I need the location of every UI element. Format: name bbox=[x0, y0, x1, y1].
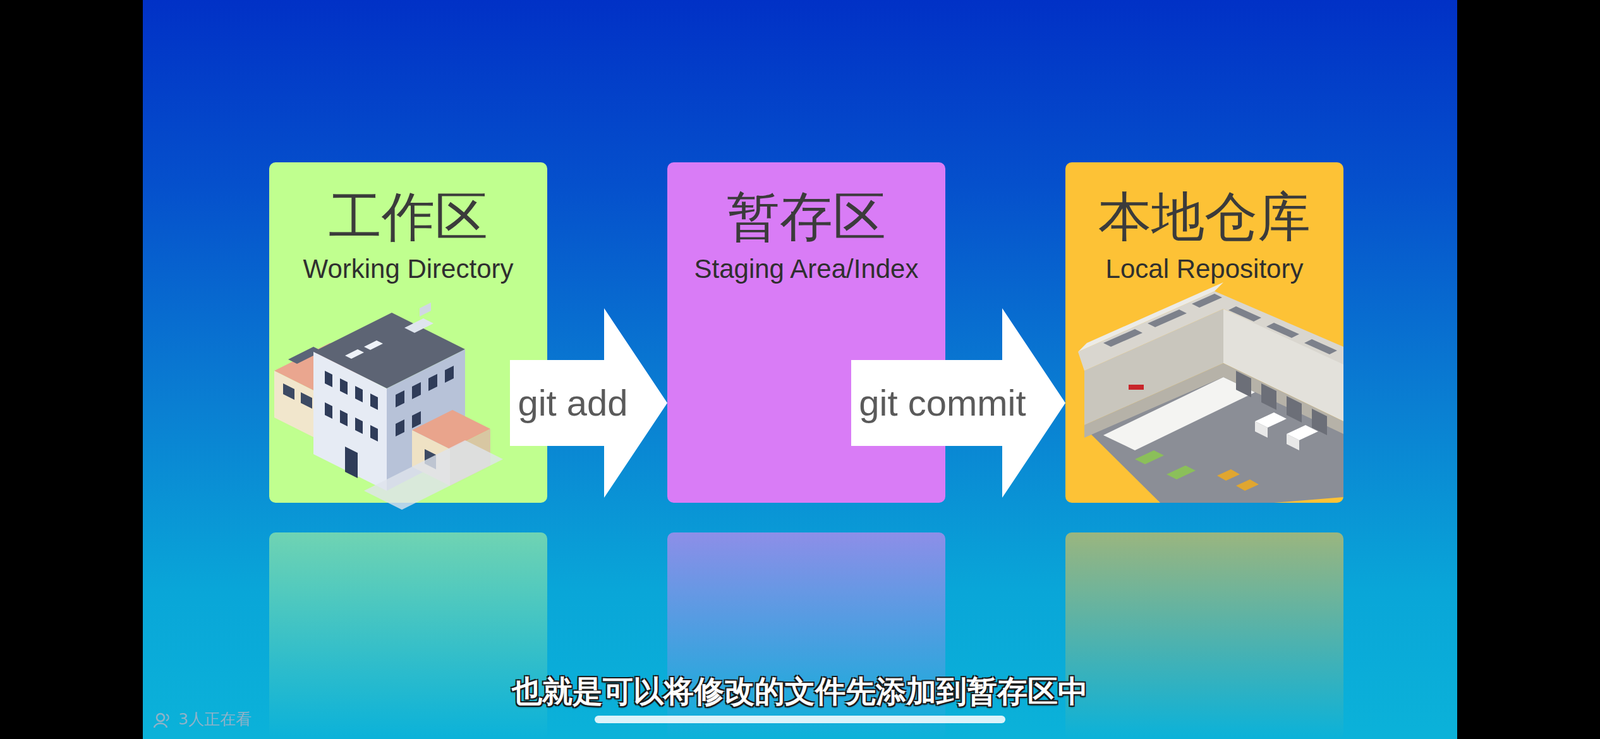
subtitle-caption-box: 也就是可以将修改的文件先添加到暂存区中 bbox=[0, 673, 1600, 711]
arrow-label: git add bbox=[517, 384, 628, 422]
stage-box: 暂存区 Staging Area/Index bbox=[667, 162, 946, 504]
stage-box: 本地仓库 Local Repository bbox=[1065, 162, 1344, 504]
reflection bbox=[1065, 532, 1344, 739]
box-title: 暂存区 bbox=[726, 187, 886, 246]
arrow-label-patch: git add bbox=[509, 360, 636, 447]
viewer-count: 3人正在看 bbox=[178, 710, 252, 730]
reflection bbox=[269, 532, 548, 739]
box-subtitle: Local Repository bbox=[1105, 253, 1304, 285]
viewer-icon bbox=[152, 711, 172, 731]
box-title: 工作区 bbox=[328, 187, 488, 246]
box-subtitle: Staging Area/Index bbox=[694, 253, 919, 285]
stage-box: 工作区 Working Directory bbox=[269, 162, 548, 504]
home-indicator bbox=[594, 715, 1006, 724]
box-subtitle: Working Directory bbox=[303, 253, 514, 285]
arrow-label: git commit bbox=[858, 384, 1026, 422]
box-title: 本地仓库 bbox=[1098, 187, 1311, 246]
subtitle-caption: 也就是可以将修改的文件先添加到暂存区中 bbox=[511, 673, 1089, 710]
arrow-label-patch: git commit bbox=[851, 360, 1034, 447]
